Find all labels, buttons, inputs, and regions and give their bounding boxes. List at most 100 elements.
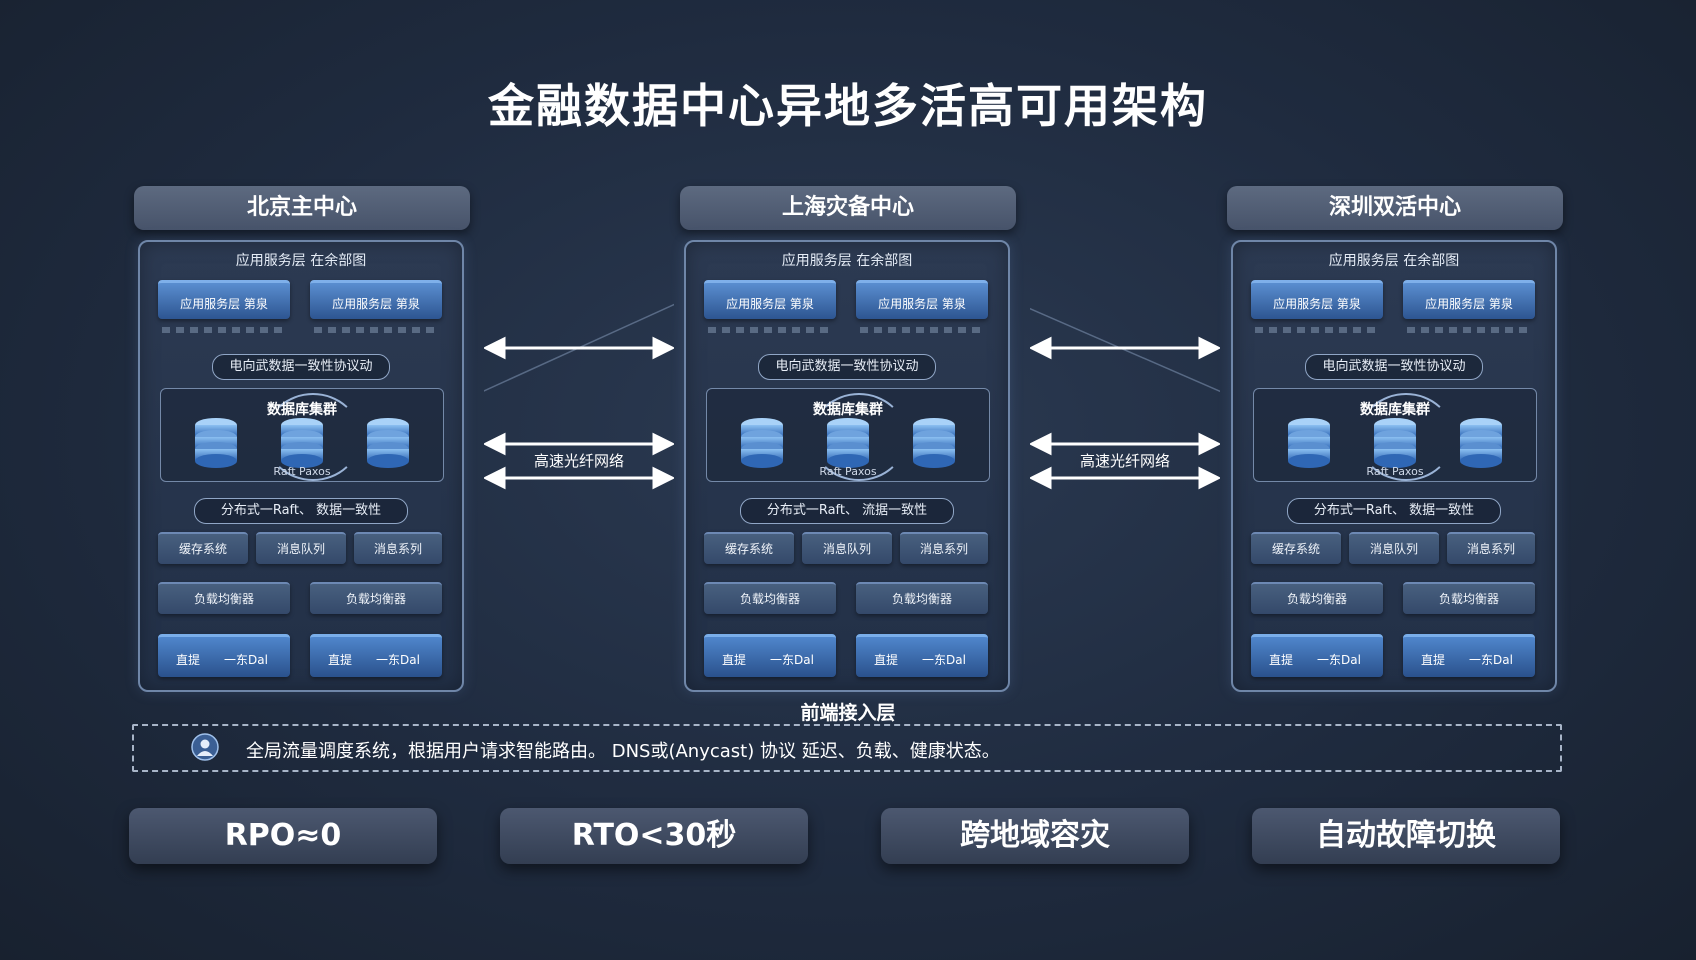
link-beijing-shanghai: 高速光纤网络 (484, 290, 674, 490)
cluster-label: 数据库集群 (1360, 402, 1430, 418)
load-balancer: 负载均衡器 (158, 582, 290, 614)
replication-ring (265, 393, 361, 481)
app-server-tile: 应用服务层 第泉 (1403, 280, 1535, 333)
database-icon (913, 418, 955, 468)
storage-label: 直提 (722, 653, 747, 667)
storage-tile: 直提 一东Dal (1251, 634, 1383, 677)
consensus-label: Raft Paxos (1366, 465, 1424, 478)
tile-indicator (708, 327, 832, 333)
badge-rto: RTO<30秒 (500, 808, 808, 864)
tile-indicator (162, 327, 286, 333)
middleware-cache: 缓存系统 (1251, 532, 1341, 564)
middleware-queue: 消息队列 (256, 532, 346, 564)
load-balancer: 负载均衡器 (1251, 582, 1383, 614)
replication-ring (1358, 393, 1454, 481)
database-node (1286, 417, 1332, 469)
frontend-layer: 全局流量调度系统，根据用户请求智能路由。 DNS或(Anycast) 协议 延迟… (132, 724, 1562, 772)
consensus-label: Raft Paxos (273, 465, 331, 478)
datacenter-frame: 应用服务层 在余部图应用服务层 第泉 应用服务层 第泉电向武数据一致性协议动数据库… (684, 240, 1010, 692)
database-icon (1374, 418, 1416, 468)
double-arrow-icon (484, 303, 674, 490)
tile-indicator (860, 327, 984, 333)
distributed-consistency-pill: 分布式一Raft、 数据一致性 (194, 498, 408, 524)
tile-indicator (1255, 327, 1379, 333)
datacenter-shanghai: 上海灾备中心应用服务层 在余部图应用服务层 第泉 应用服务层 第泉电向武数据一致性… (680, 186, 1016, 692)
globe-user-icon (191, 733, 219, 761)
app-server-label: 应用服务层 第泉 (332, 297, 420, 311)
middleware-messaging: 消息系列 (900, 532, 988, 564)
database-node (911, 417, 957, 469)
datacenter-beijing: 北京主中心应用服务层 在余部图应用服务层 第泉应用服务层 第泉电向武数据一致性协… (134, 186, 470, 692)
frontend-title: 前端接入层 (800, 702, 896, 724)
load-balancer: 负载均衡器 (704, 582, 836, 614)
storage-tile: 直提 一东Dal (856, 634, 988, 677)
badge-auto-failover: 自动故障切换 (1252, 808, 1560, 864)
app-layer-title: 应用服务层 在余部图 (235, 253, 367, 269)
middleware-cache: 缓存系统 (704, 532, 794, 564)
storage-sublabel: 一东Dal (1317, 653, 1361, 667)
app-server-tile: 应用服务层 第泉 (856, 280, 988, 333)
database-node (193, 417, 239, 469)
app-server-label: 应用服务层 第泉 (726, 297, 814, 311)
middleware-messaging: 消息系列 (354, 532, 442, 564)
database-icon (1288, 418, 1330, 468)
storage-tile: 直提一东Dal (158, 634, 290, 677)
app-server-label: 应用服务层 第泉 (878, 297, 966, 311)
database-icon (367, 418, 409, 468)
distributed-consistency-pill: 分布式一Raft、 流据一致性 (740, 498, 954, 524)
tile-indicator (1407, 327, 1531, 333)
storage-sublabel: 一东Dal (770, 653, 814, 667)
distributed-consistency-pill: 分布式一Raft、 数据一致性 (1287, 498, 1501, 524)
database-node (739, 417, 785, 469)
app-server-tile: 应用服务层 第泉 (310, 280, 442, 333)
badge-cross-region: 跨地域容灾 (881, 808, 1189, 864)
page-title: 金融数据中心异地多活高可用架构 (488, 79, 1208, 133)
link-label: 高速光纤网络 (1079, 452, 1170, 470)
load-balancer: 负载均衡器 (856, 582, 988, 614)
middleware-cache: 缓存系统 (158, 532, 248, 564)
app-server-tile: 应用服务层 第泉 (158, 280, 290, 333)
database-node (825, 417, 871, 469)
database-icon (1460, 418, 1502, 468)
load-balancer: 负载均衡器 (310, 582, 442, 614)
cluster-label: 数据库集群 (813, 402, 883, 418)
app-layer-title: 应用服务层 在余部图 (781, 253, 913, 269)
frontend-description: 全局流量调度系统，根据用户请求智能路由。 DNS或(Anycast) 协议 延迟… (246, 741, 1000, 762)
link-shanghai-shenzhen: 高速光纤网络 (1030, 290, 1220, 490)
app-server-label: 应用服务层 第泉 (1425, 297, 1513, 311)
cluster-label: 数据库集群 (267, 402, 337, 418)
consensus-label: Raft Paxos (819, 465, 877, 478)
database-node (1458, 417, 1504, 469)
double-arrow-icon (1030, 307, 1220, 490)
storage-label: 直提 (1269, 653, 1294, 667)
consistency-protocol-pill: 电向武数据一致性协议动 (1305, 354, 1483, 380)
app-server-label: 应用服务层 第泉 (180, 297, 268, 311)
storage-sublabel: 一东Dal (376, 653, 420, 667)
storage-label: 直提 (176, 653, 201, 667)
datacenter-name: 深圳双活中心 (1227, 186, 1563, 230)
link-label: 高速光纤网络 (533, 452, 624, 470)
consistency-protocol-pill: 电向武数据一致性协议动 (758, 354, 936, 380)
database-cluster: 数据库集群 Raft Paxos (706, 388, 990, 482)
datacenter-frame: 应用服务层 在余部图应用服务层 第泉 应用服务层 第泉电向武数据一致性协议动数据库… (1231, 240, 1557, 692)
replication-ring (811, 393, 907, 481)
datacenter-name: 上海灾备中心 (680, 186, 1016, 230)
storage-label: 直提 (874, 653, 899, 667)
middleware-messaging: 消息系列 (1447, 532, 1535, 564)
consistency-protocol-pill: 电向武数据一致性协议动 (212, 354, 390, 380)
database-node (279, 417, 325, 469)
app-server-tile: 应用服务层 第泉 (704, 280, 836, 333)
storage-tile: 直提 一东Dal (704, 634, 836, 677)
datacenter-frame: 应用服务层 在余部图应用服务层 第泉 应用服务层 第泉电向武数据一致性协议动数据库… (138, 240, 464, 692)
app-layer-title: 应用服务层 在余部图 (1328, 253, 1460, 269)
tile-indicator (314, 327, 438, 333)
storage-sublabel: 一东Dal (922, 653, 966, 667)
load-balancer: 负载均衡器 (1403, 582, 1535, 614)
badge-rpo: RPO≈0 (129, 808, 437, 864)
app-server-label: 应用服务层 第泉 (1273, 297, 1361, 311)
middleware-queue: 消息队列 (1349, 532, 1439, 564)
database-icon (827, 418, 869, 468)
database-icon (281, 418, 323, 468)
storage-label: 直提 (328, 653, 353, 667)
middleware-queue: 消息队列 (802, 532, 892, 564)
